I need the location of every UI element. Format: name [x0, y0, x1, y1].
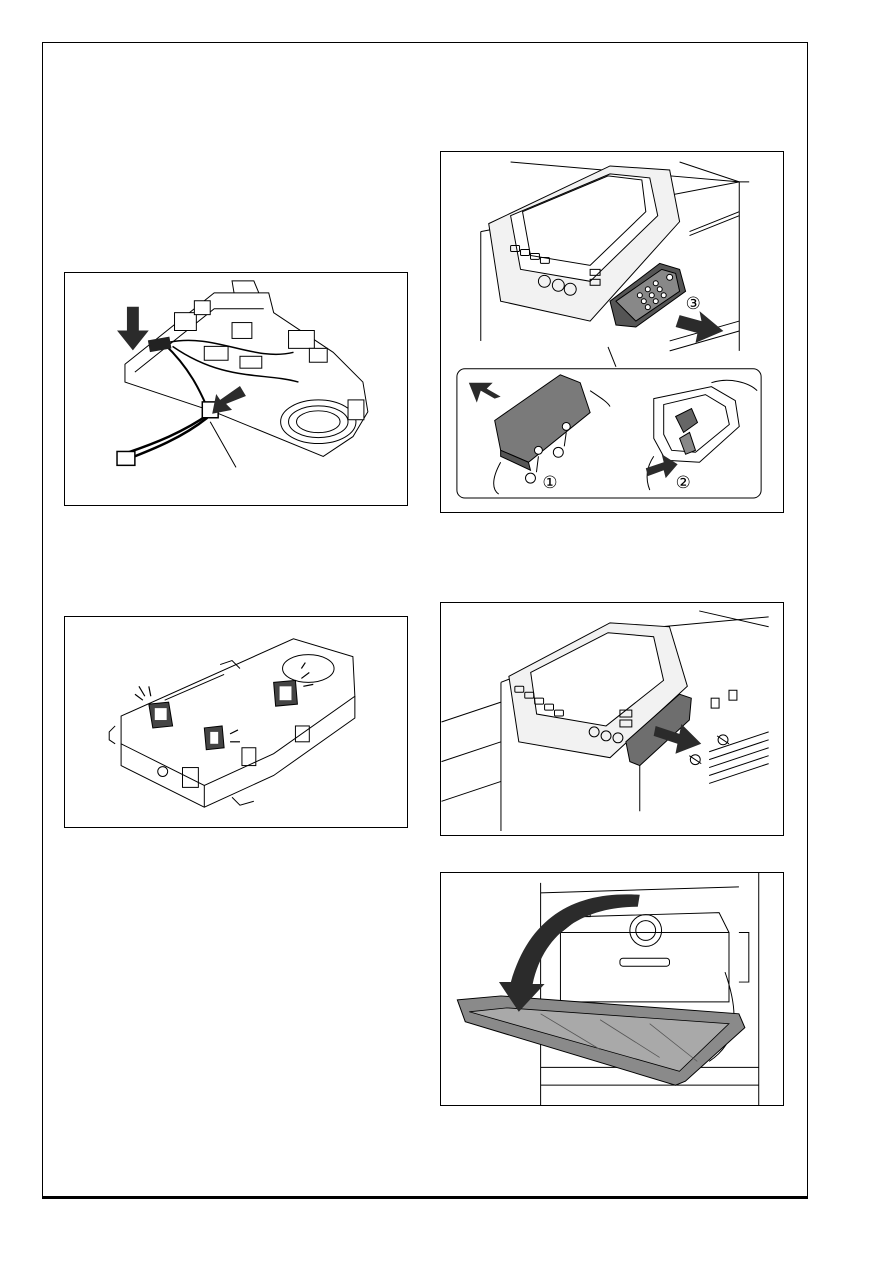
clips-illustration — [65, 617, 407, 827]
step-label-1: ① — [542, 472, 557, 492]
figure-board-clips — [64, 616, 408, 828]
front-door-illustration — [441, 873, 783, 1105]
step-label-2: ② — [676, 472, 691, 492]
figure-harness-connector — [64, 272, 408, 506]
step-label-3: ③ — [686, 293, 701, 313]
figure-keypad-removal: ③ ① ② — [440, 151, 784, 513]
figure-side-cover — [440, 602, 784, 836]
figure-front-door — [440, 872, 784, 1106]
harness-illustration — [65, 273, 407, 505]
side-cover-illustration — [441, 603, 783, 835]
keypad-illustration: ③ ① ② — [441, 152, 783, 512]
